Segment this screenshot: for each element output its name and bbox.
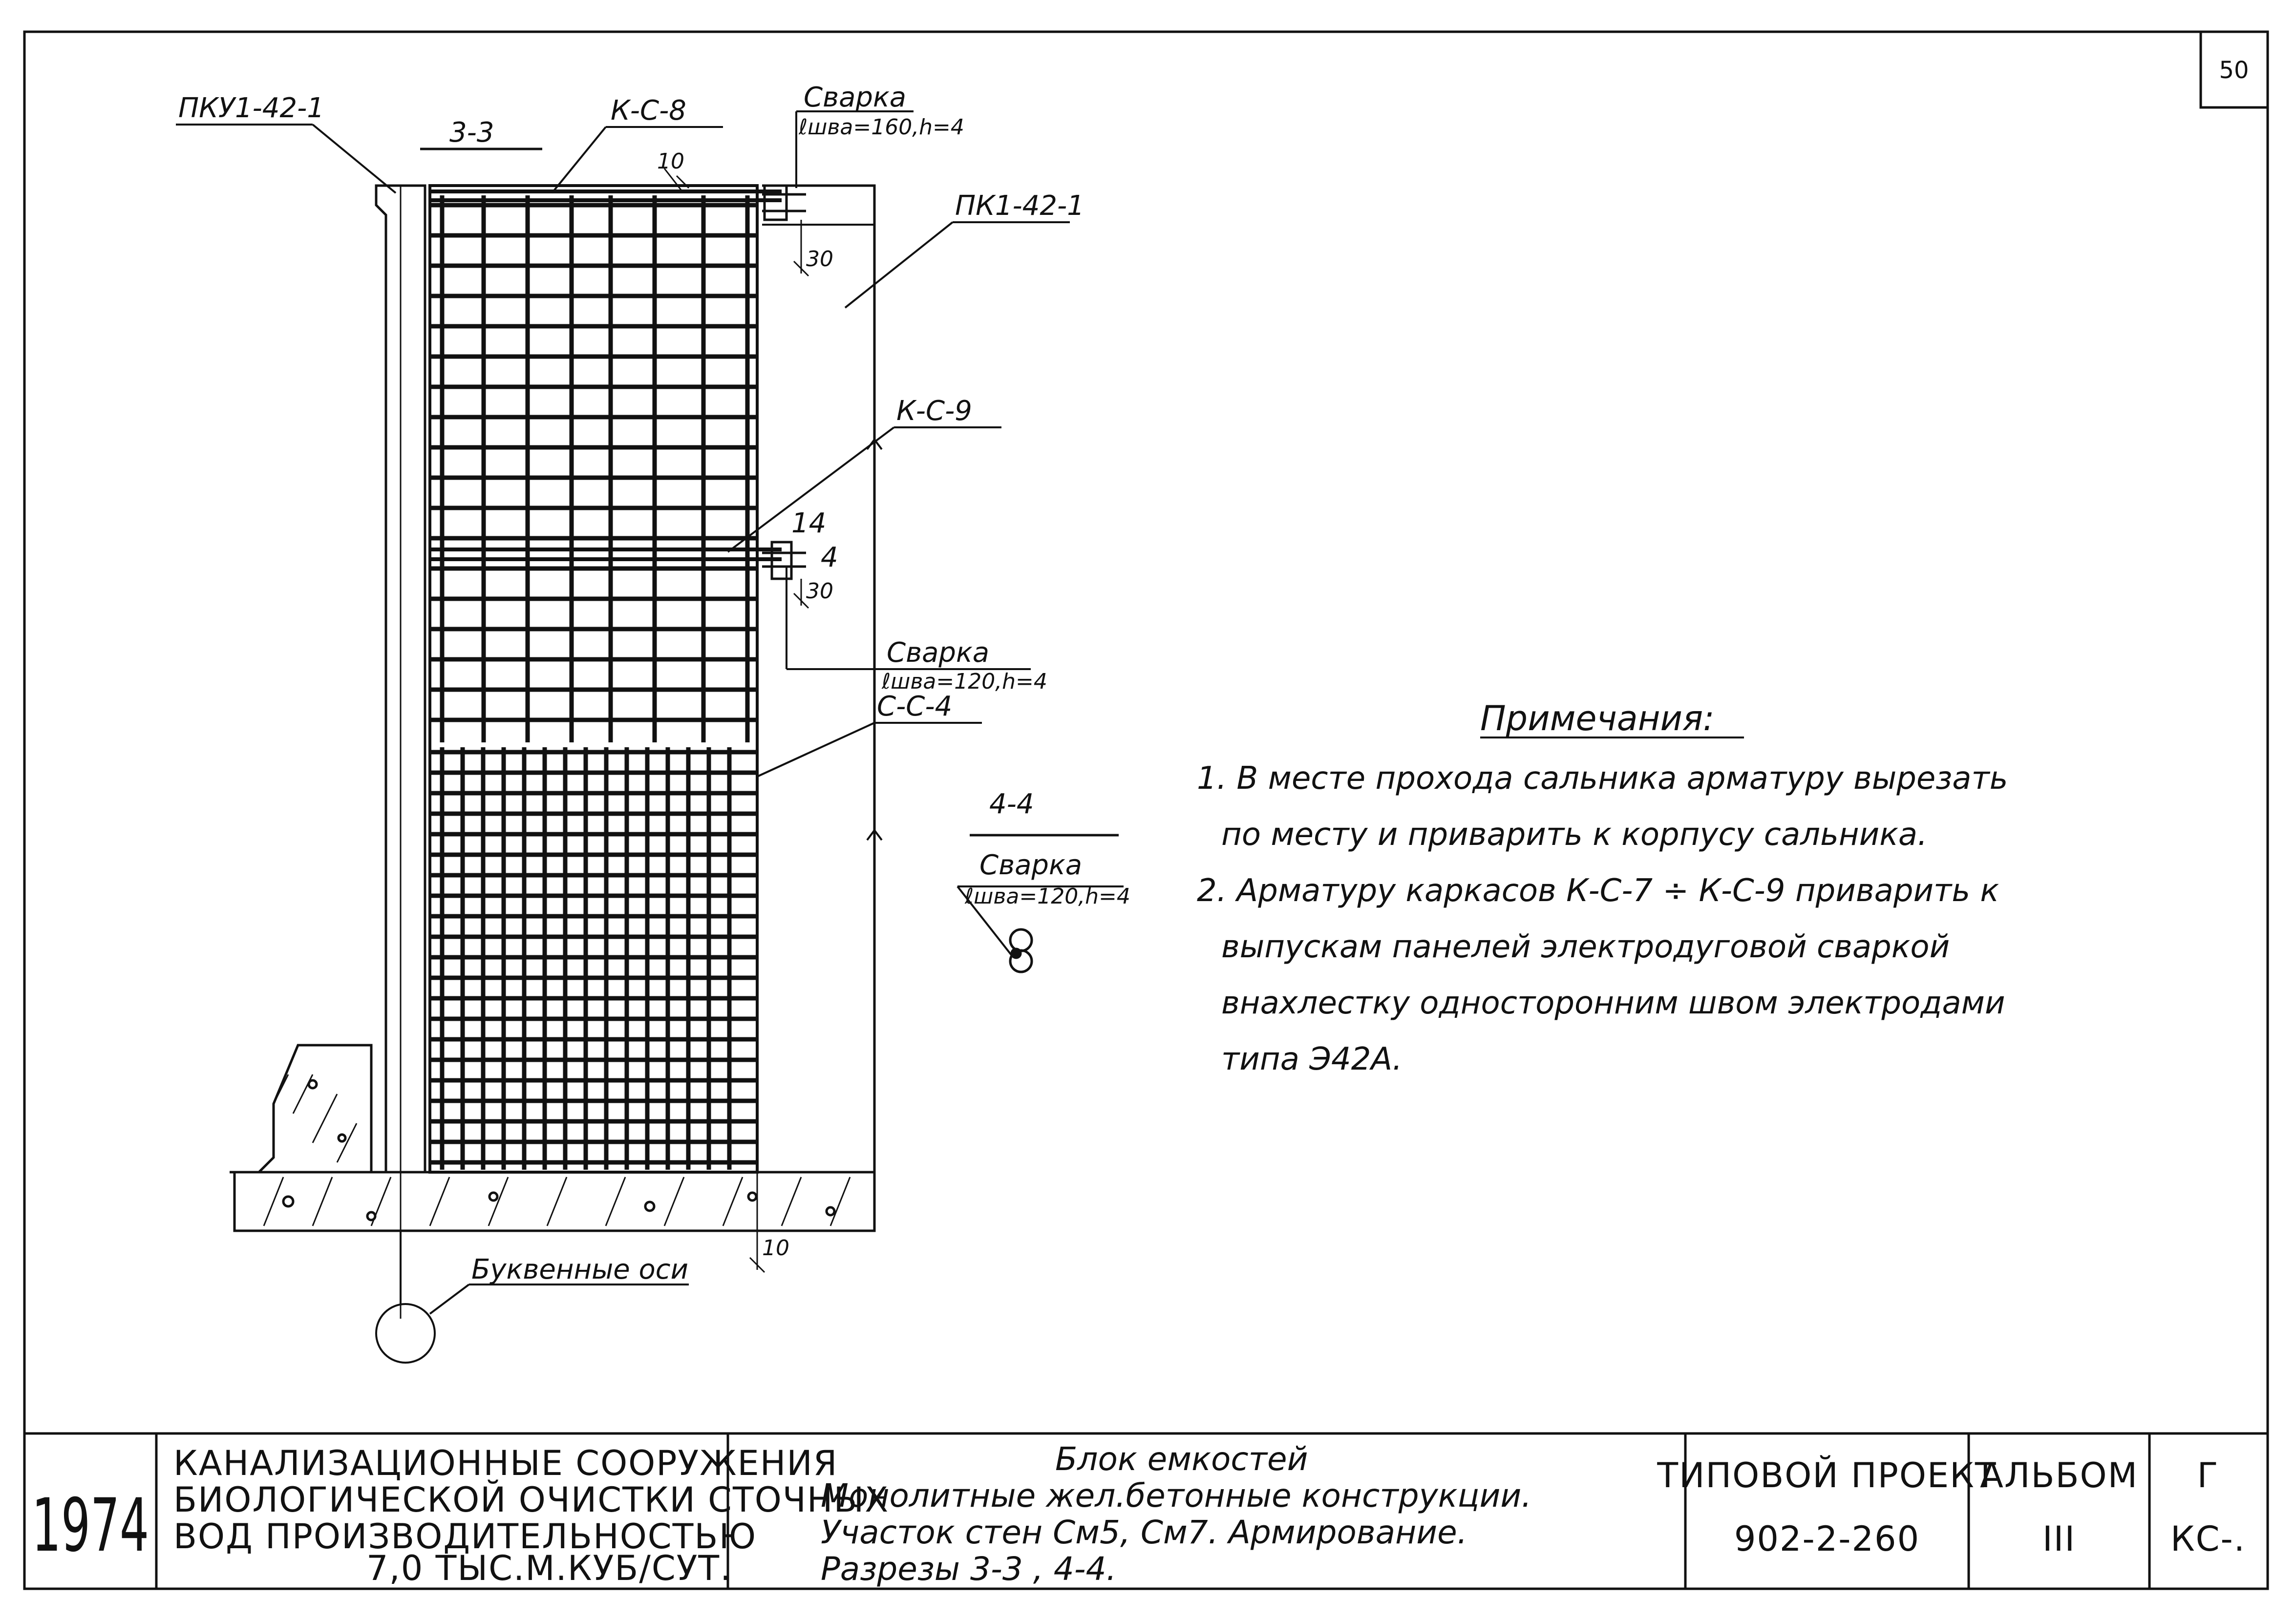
note-line-5: внахлестку односторонним швом электродам… xyxy=(1221,985,2005,1021)
drawing-line-2: Монолитные жел.бетонные конструкции. xyxy=(821,1477,1531,1515)
sheet-label: Г xyxy=(2197,1455,2219,1495)
label-letter-axes: Буквенные оси xyxy=(471,1254,688,1285)
mid-bar-ks9 xyxy=(430,541,806,580)
section-3-3-title: 3-3 xyxy=(449,117,494,148)
weld-44-spec: ℓшва=120,h=4 xyxy=(964,884,1130,909)
project-line-2: БИОЛОГИЧЕСКОЙ ОЧИСТКИ СТОЧНЫХ xyxy=(173,1480,889,1520)
note-line-6: типа Э42А. xyxy=(1221,1041,1403,1077)
notes-title: Примечания: xyxy=(1480,698,1715,738)
wall-panel-right xyxy=(762,184,883,1172)
drawing-line-4: Разрезы 3-3 , 4-4. xyxy=(821,1550,1117,1588)
drawing-frame xyxy=(23,30,2269,1590)
project-line-3: ВОД ПРОИЗВОДИТЕЛЬНОСТЬЮ xyxy=(173,1516,757,1557)
label-cc4: С-С-4 xyxy=(877,691,952,722)
leader-cc4 xyxy=(757,722,982,778)
reinforcement-cage-lower xyxy=(430,747,757,1170)
dim-bottom-10-text: 10 xyxy=(762,1236,789,1261)
page-number: 50 xyxy=(2219,57,2249,84)
dim-top-30-text: 30 xyxy=(806,247,833,272)
album-number: III xyxy=(2042,1519,2076,1559)
page-number-box: 50 xyxy=(2199,30,2269,109)
note-line-2: по месту и приварить к корпусу сальника. xyxy=(1221,817,1927,853)
leader-ks8 xyxy=(551,126,723,194)
dim-top-10 xyxy=(663,168,690,191)
note-line-4: выпускам панелей электродуговой сваркой xyxy=(1221,929,1950,965)
label-pku1-42-1: ПКУ1-42-1 xyxy=(178,92,324,124)
weld-44-title: Сварка xyxy=(979,849,1082,881)
dim-top-30 xyxy=(793,220,809,277)
weld-mid-spec: ℓшва=120,h=4 xyxy=(881,669,1047,694)
project-line-1: КАНАЛИЗАЦИОННЫЕ СООРУЖЕНИЯ xyxy=(173,1443,838,1483)
weld-mid-title: Сварка xyxy=(887,637,989,669)
top-bar-ks8 xyxy=(430,184,806,221)
typical-project-label: ТИПОВОЙ ПРОЕКТ xyxy=(1657,1455,1997,1495)
section-4-4-title: 4-4 xyxy=(989,788,1034,820)
dim-mid-30-text: 30 xyxy=(806,579,833,604)
drawing-line-1: Блок емкостей xyxy=(1055,1440,1308,1478)
dim-mid-4-text: 4 xyxy=(821,542,838,573)
weld-top-title: Сварка xyxy=(804,82,906,113)
label-pk1-42-1: ПК1-42-1 xyxy=(955,190,1084,222)
section-4-4: 4-4 Сварка ℓшва=120,h=4 xyxy=(957,788,1130,973)
wall-panel-left xyxy=(375,184,426,1319)
section-3-3: 3-3 xyxy=(176,82,1084,1364)
dim-bottom-10 xyxy=(749,1172,765,1273)
axis-marker xyxy=(375,1231,689,1364)
weld-top-callout xyxy=(795,110,914,188)
label-ks9: К-С-9 xyxy=(896,395,972,427)
notes-block: Примечания: 1. В месте прохода сальника … xyxy=(1197,698,2008,1077)
bar-section-44 xyxy=(1009,928,1033,973)
label-ks8: К-С-8 xyxy=(611,95,686,126)
title-block-year: 1974 xyxy=(32,1483,149,1568)
leader-ks9 xyxy=(727,426,1001,553)
reinforcement-cage-upper xyxy=(430,195,757,742)
weld-top-spec: ℓшва=160,h=4 xyxy=(798,115,964,140)
note-line-1: 1. В месте прохода сальника арматуру выр… xyxy=(1197,760,2008,797)
dim-top-10-text: 10 xyxy=(657,149,684,174)
dim-mid-14-text: 14 xyxy=(791,507,826,539)
weld-mid-callout xyxy=(786,567,1031,670)
leader-pku xyxy=(176,124,397,194)
note-line-3: 2. Арматуру каркасов К-С-7 ÷ К-С-9 прива… xyxy=(1197,873,1999,909)
leader-pk xyxy=(844,221,1070,309)
dim-mid-30 xyxy=(793,579,809,609)
title-block: 1974 КАНАЛИЗАЦИОННЫЕ СООРУЖЕНИЯ БИОЛОГИЧ… xyxy=(24,1432,2268,1589)
drawing-line-3: Участок стен См5, См7. Армирование. xyxy=(821,1514,1467,1551)
typical-project-number: 902-2-260 xyxy=(1734,1519,1920,1559)
project-line-4: 7,0 ТЫС.М.КУБ/СУТ. xyxy=(366,1548,732,1588)
album-label: АЛЬБОМ xyxy=(1980,1455,2138,1495)
foundation-slab xyxy=(233,1171,876,1232)
soil-fill-left xyxy=(230,1044,373,1192)
sheet-code: КС-. xyxy=(2170,1519,2246,1559)
